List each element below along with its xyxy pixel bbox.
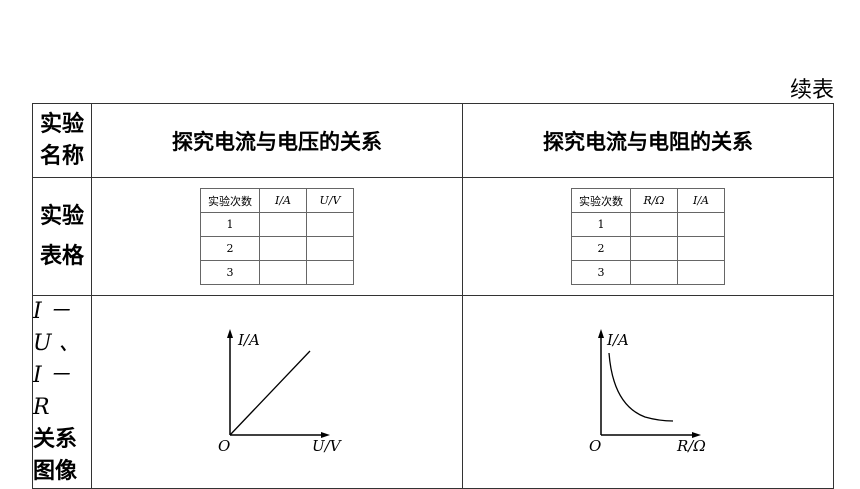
label-line: I －	[33, 299, 71, 324]
empty-cell	[259, 260, 307, 285]
sub-table-header: 实验次数 R/Ω I/A	[571, 188, 725, 213]
label-line: 实验	[39, 111, 84, 137]
label-line: I － R	[33, 363, 71, 420]
proportional-line	[229, 350, 311, 436]
empty-cell	[677, 260, 725, 285]
continued-label: 续表	[789, 78, 834, 103]
sub-table-row: 3	[200, 260, 354, 285]
y-axis-label: I/A	[606, 331, 629, 349]
x-axis-arrow-icon	[692, 432, 701, 438]
trial-number: 2	[571, 236, 631, 261]
sub-table-row: 1	[571, 212, 725, 237]
header-current: I/A	[677, 188, 725, 213]
voltage-graph-cell: I/A O U/V	[91, 295, 463, 489]
trial-number: 3	[571, 260, 631, 285]
empty-cell	[306, 260, 354, 285]
empty-cell	[677, 212, 725, 237]
trial-number: 1	[571, 212, 631, 237]
y-axis-arrow-icon	[598, 329, 604, 338]
header-trial-count: 实验次数	[200, 188, 260, 213]
sub-table-row: 3	[571, 260, 725, 285]
x-axis-arrow-icon	[321, 432, 330, 438]
label-line: U 、	[33, 331, 81, 356]
label-line: 实验	[39, 203, 84, 229]
i-r-graph: I/A O R/Ω	[589, 329, 706, 455]
row-relation-graph: I － U 、 I － R 关系 图像 I/A O U/V	[32, 295, 834, 489]
y-axis-label: I/A	[237, 331, 260, 349]
resistance-data-table: 实验次数 R/Ω I/A 1 2 3	[571, 188, 725, 285]
label-line: 关系	[33, 427, 78, 452]
origin-label: O	[589, 437, 601, 455]
sub-table-header: 实验次数 I/A U/V	[200, 188, 354, 213]
title-resistance-experiment: 探究电流与电阻的关系	[462, 103, 834, 178]
header-resistance: R/Ω	[630, 188, 678, 213]
header-voltage: U/V	[306, 188, 354, 213]
sub-table-row: 2	[571, 236, 725, 261]
empty-cell	[630, 212, 678, 237]
trial-number: 3	[200, 260, 260, 285]
label-experiment-table: 实验 表格	[32, 177, 92, 296]
y-axis-arrow-icon	[227, 329, 233, 338]
voltage-table-cell: 实验次数 I/A U/V 1 2 3	[91, 177, 463, 296]
resistance-table-cell: 实验次数 R/Ω I/A 1 2 3	[462, 177, 834, 296]
label-line: 名称	[39, 143, 84, 169]
header-current: I/A	[259, 188, 307, 213]
trial-number: 2	[200, 236, 260, 261]
voltage-data-table: 实验次数 I/A U/V 1 2 3	[200, 188, 354, 285]
label-experiment-name: 实验 名称	[32, 103, 92, 178]
header-trial-count: 实验次数	[571, 188, 631, 213]
empty-cell	[306, 212, 354, 237]
origin-label: O	[218, 437, 230, 455]
i-u-graph: I/A O U/V	[218, 329, 343, 455]
title-voltage-experiment: 探究电流与电压的关系	[91, 103, 463, 178]
label-line: 图像	[33, 459, 78, 484]
sub-table-row: 1	[200, 212, 354, 237]
empty-cell	[259, 236, 307, 261]
empty-cell	[677, 236, 725, 261]
trial-number: 1	[200, 212, 260, 237]
empty-cell	[259, 212, 307, 237]
label-relation-graph: I － U 、 I － R 关系 图像	[32, 295, 92, 489]
row-experiment-name: 实验 名称 探究电流与电压的关系 探究电流与电阻的关系	[32, 103, 834, 178]
label-line: 表格	[39, 243, 84, 269]
sub-table-row: 2	[200, 236, 354, 261]
empty-cell	[306, 236, 354, 261]
experiment-table: 实验 名称 探究电流与电压的关系 探究电流与电阻的关系 实验 表格 实验次数 I…	[32, 103, 834, 489]
row-experiment-table: 实验 表格 实验次数 I/A U/V 1 2 3 实验次数 R/Ω I/A	[32, 177, 834, 296]
empty-cell	[630, 260, 678, 285]
x-axis-label: R/Ω	[676, 437, 706, 455]
inverse-curve	[608, 352, 674, 422]
resistance-graph-cell: I/A O R/Ω	[462, 295, 834, 489]
empty-cell	[630, 236, 678, 261]
x-axis-label: U/V	[312, 437, 343, 455]
